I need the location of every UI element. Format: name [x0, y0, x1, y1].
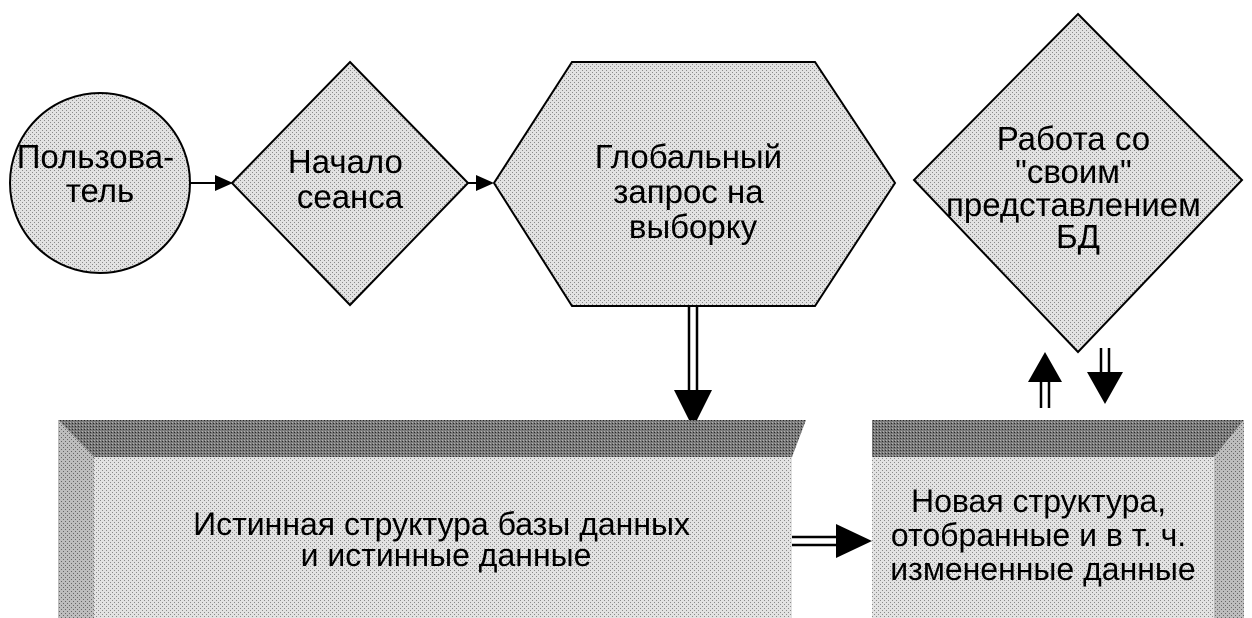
- svg-text:Новая структура, отобран: Новая структура, отобранные и в т. ч. из…: [890, 483, 1195, 587]
- own-view-label-line-3: представлением: [946, 186, 1201, 223]
- own-view-label-line-1: Работа со: [997, 120, 1150, 157]
- global-query-label-line-2: запрос на: [613, 173, 764, 210]
- session-start-label-line-1: Начало: [288, 143, 403, 180]
- arrow-down-to-new-structure: [1087, 348, 1123, 404]
- svg-text:Начало сеанса: Начало сеанса: [288, 143, 412, 215]
- user-label-line-2: тель: [66, 172, 134, 209]
- new-structure-label-line-3: измененные данные: [890, 551, 1195, 587]
- own-view-label-line-2: "своим": [1015, 153, 1132, 190]
- true-database-label-line-1: Истинная структура базы данных: [193, 506, 690, 542]
- own-view-label-line-4: БД: [1056, 218, 1100, 255]
- new-structure-label-line-2: отобранные и в т. ч.: [891, 517, 1186, 553]
- true-database-label-line-2: и истинные данные: [301, 537, 592, 573]
- arrow-user-to-session: [190, 175, 233, 191]
- svg-text:Истинная структура базы данных: Истинная структура базы данных и истинны…: [193, 506, 699, 573]
- global-query-label-line-3: выборку: [629, 208, 758, 245]
- user-node: Пользова- тель: [9, 92, 191, 274]
- arrow-query-to-db: [674, 306, 712, 428]
- own-view-node: Работа со "своим" представлением БД: [912, 12, 1244, 354]
- new-structure-box: Новая структура, отобранные и в т. ч. из…: [872, 420, 1244, 618]
- arrow-up-to-own-view: [1028, 352, 1062, 408]
- arrow-session-to-query: [468, 175, 494, 191]
- global-query-label-line-1: Глобальный: [595, 138, 782, 175]
- svg-text:Работа со "своим": Работа со "своим" представлением БД: [946, 120, 1210, 255]
- global-query-node: Глобальный запрос на выборку: [492, 61, 897, 307]
- new-structure-label-line-1: Новая структура,: [911, 483, 1166, 519]
- svg-text:Глобальный запрос на: Глобальный запрос на выборку: [595, 138, 792, 245]
- svg-text:Пользова- тель: Пользова- тель: [17, 138, 184, 209]
- user-label-line-1: Пользова-: [17, 138, 174, 175]
- arrow-db-to-new-structure: [792, 524, 872, 558]
- true-database-box: Истинная структура базы данных и истинны…: [58, 420, 806, 618]
- session-start-label-line-2: сеанса: [297, 178, 404, 215]
- session-start-node: Начало сеанса: [230, 60, 470, 307]
